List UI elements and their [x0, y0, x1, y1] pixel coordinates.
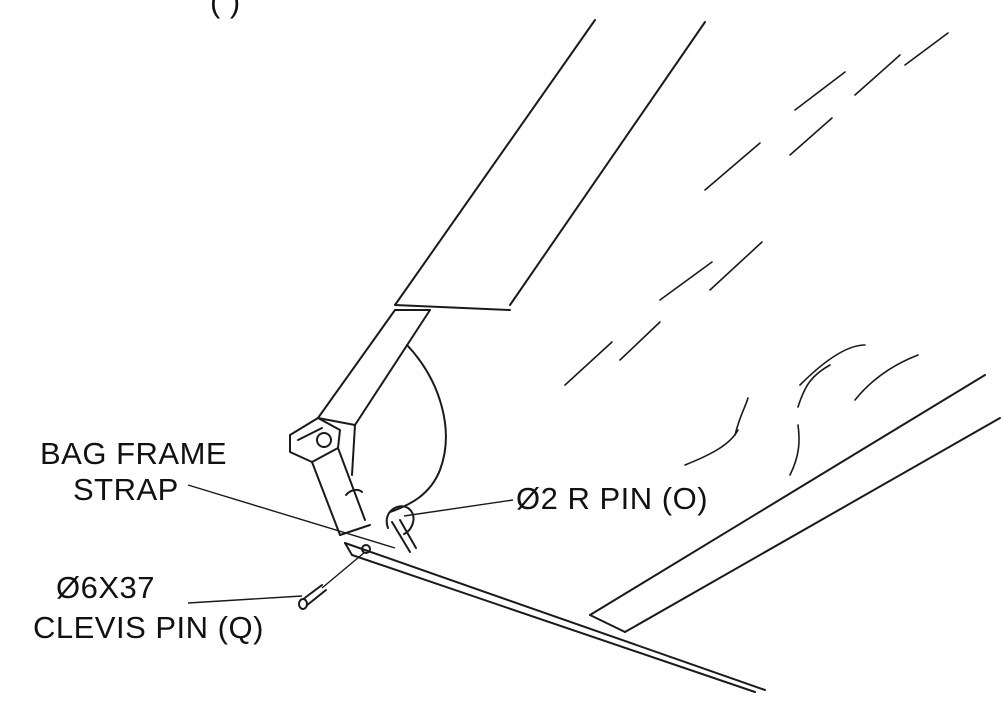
bag-frame-strap-label: BAG FRAME STRAP — [40, 436, 227, 508]
r-pin-part — [385, 505, 417, 553]
clevis-pin-label-line1: Ø6X37 — [56, 570, 156, 605]
r-pin-label: Ø2 R PIN (O) — [516, 481, 709, 516]
bag-frame-tube — [317, 309, 447, 513]
support-rod — [344, 542, 766, 693]
partial-top-label: ( ) — [210, 0, 241, 19]
clevis-pin-label: Ø6X37 CLEVIS PIN (Q) — [33, 570, 264, 646]
fabric-texture — [564, 32, 949, 476]
clevis-pin-label-line2: CLEVIS PIN (Q) — [33, 610, 264, 645]
bag-frame-strap-label-line1: BAG FRAME — [40, 436, 228, 471]
strap-bracket — [289, 417, 371, 536]
clevis-pin-part — [298, 584, 327, 610]
leader-lines — [187, 484, 514, 604]
bag-body — [394, 19, 1001, 633]
bag-frame-strap-label-line2: STRAP — [73, 472, 179, 507]
